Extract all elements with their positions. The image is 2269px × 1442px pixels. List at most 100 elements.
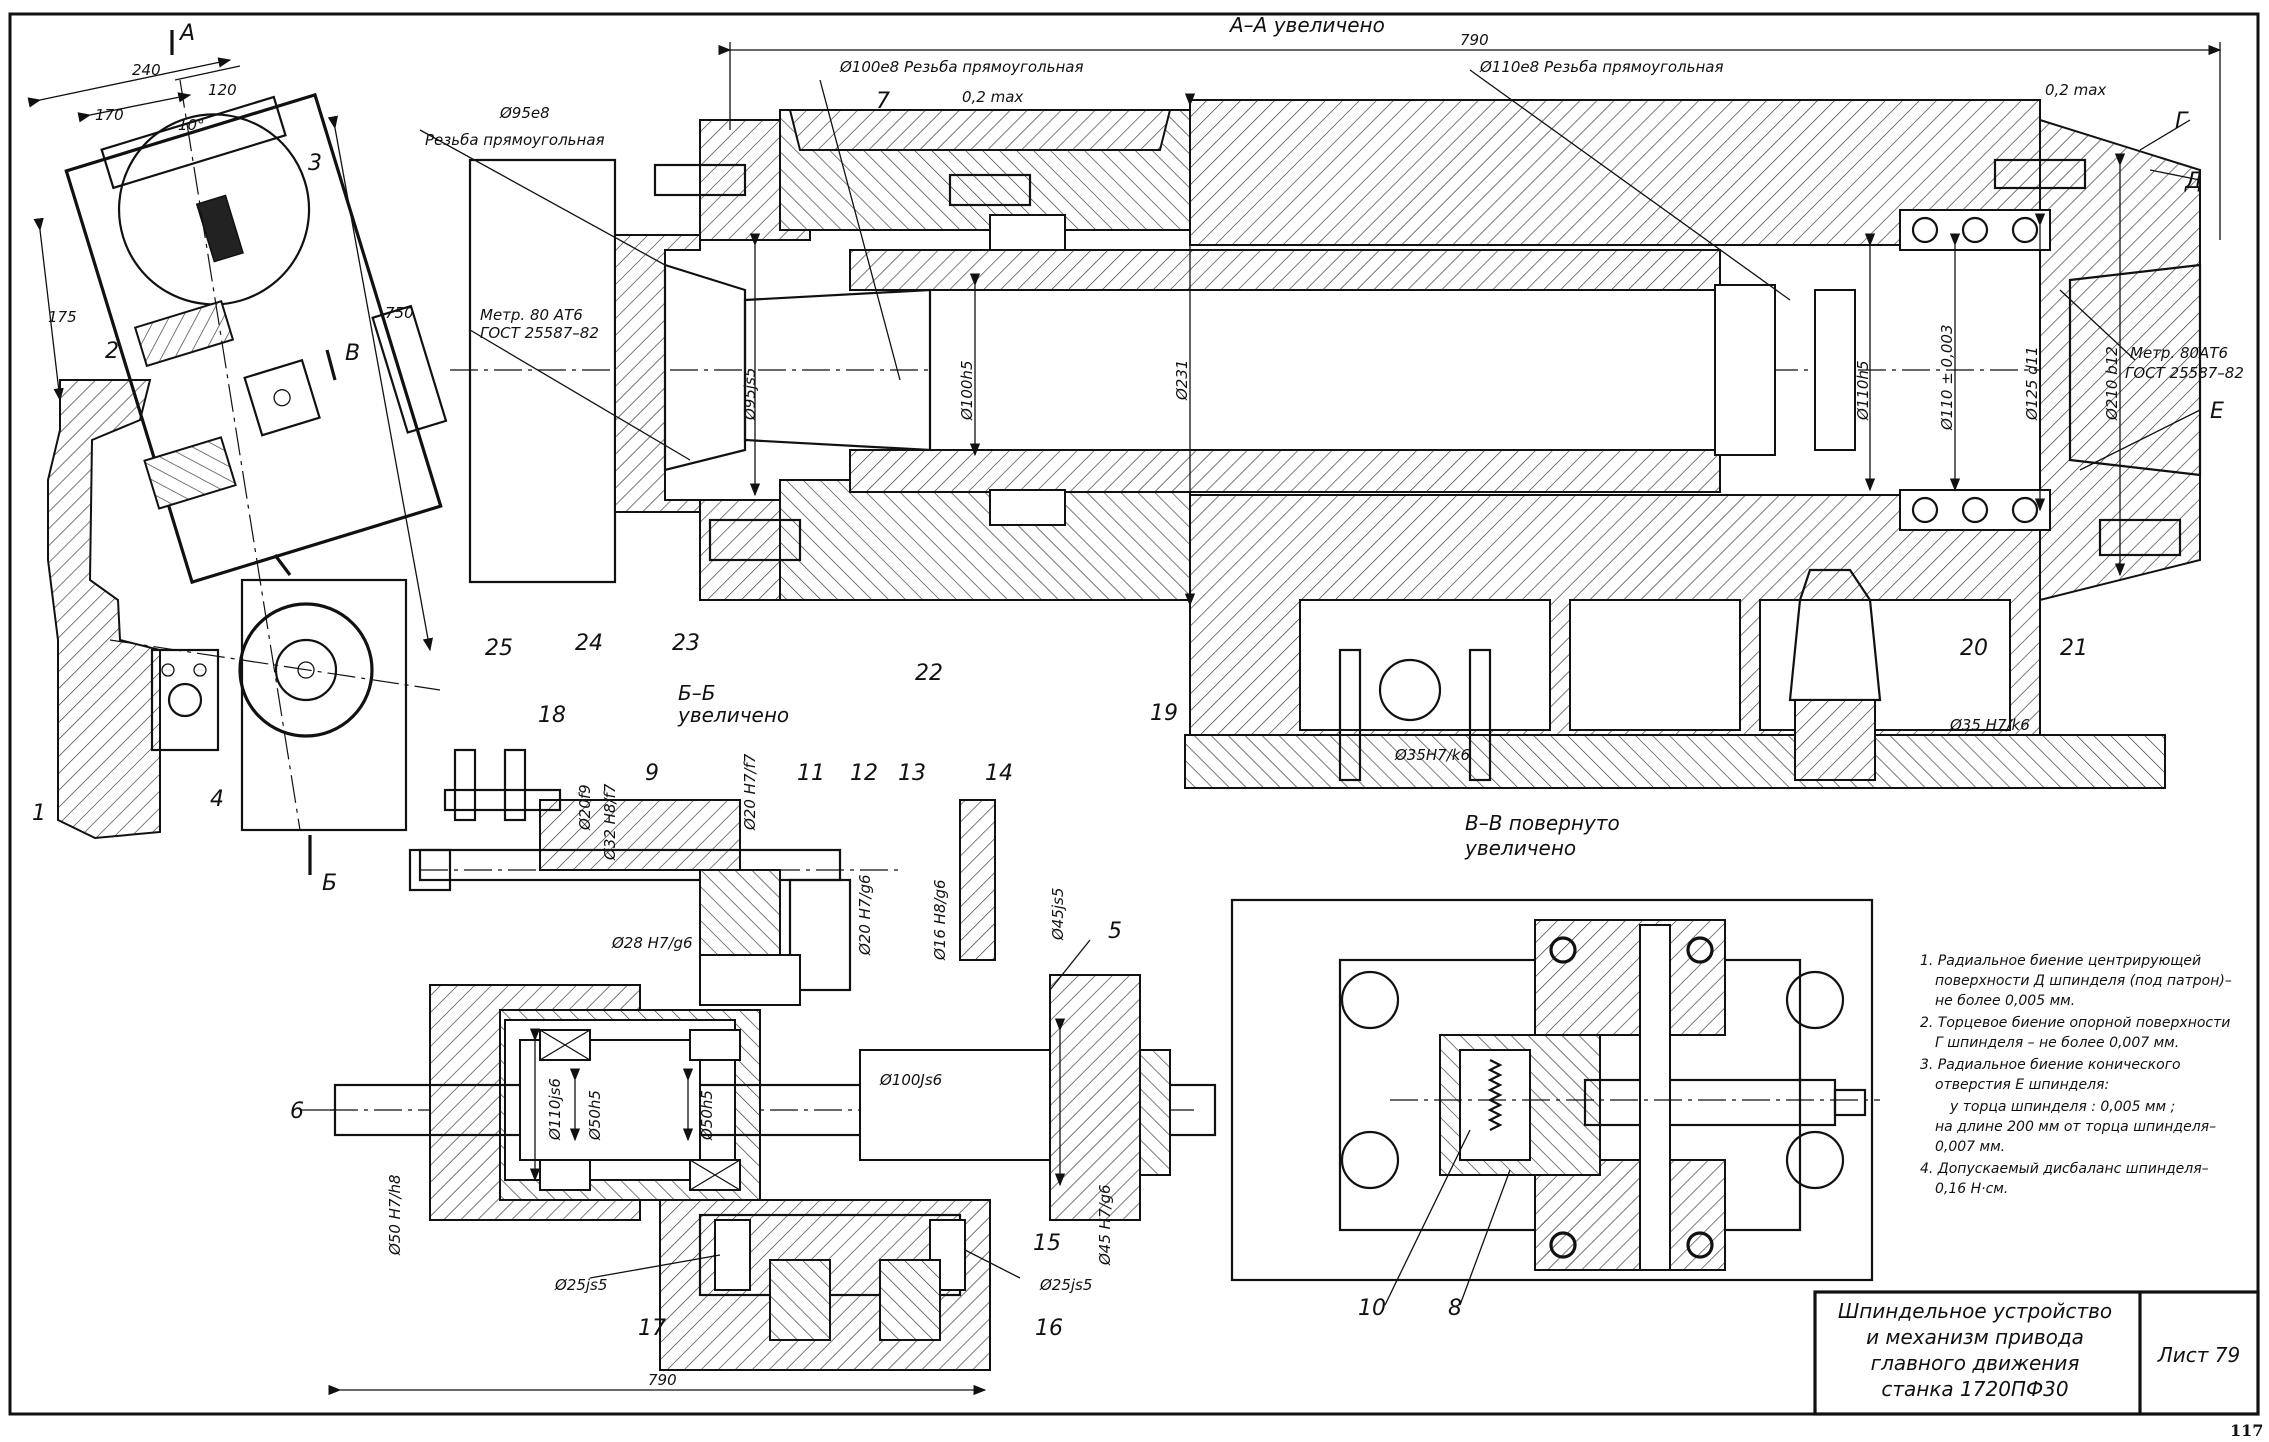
part-2: 2 — [105, 339, 119, 364]
part-25: 25 — [485, 636, 513, 661]
dim-210b12: Ø210 b12 — [2103, 346, 2121, 421]
cut-letter-a: А — [178, 21, 195, 46]
dim-95e8: Ø95е8 — [499, 104, 550, 122]
dim-790-top: 790 — [1460, 31, 1489, 49]
rear-bearings — [1899, 209, 2051, 531]
tol-02-right: 0,2 max — [2045, 81, 2106, 99]
part-4: 4 — [210, 787, 224, 812]
dim-95e8-thread: Резьба прямоугольная — [425, 131, 605, 149]
dim-35h7k6-section: Ø35H7/k6 — [1394, 746, 1470, 764]
title-line: станка 1720ПФ30 — [1881, 1377, 2068, 1401]
dim-750: 750 — [385, 304, 414, 322]
title-line: Шпиндельное устройство — [1838, 1299, 2112, 1323]
dim-110h5: Ø110h5 — [1854, 361, 1872, 422]
part-24: 24 — [575, 631, 603, 656]
part-9: 9 — [645, 761, 659, 786]
metric-thread-left: Метр. 80 АТ6 — [480, 306, 583, 324]
dim-20f9: Ø20f9 — [576, 784, 594, 831]
section-bb-subtitle: увеличено — [677, 703, 789, 727]
part-23: 23 — [672, 631, 700, 656]
section-aa — [419, 42, 2222, 789]
part-7: 7 — [876, 89, 890, 114]
part-10: 10 — [1358, 1296, 1386, 1321]
dim-35h7k6: Ø35 H7/k6 — [1949, 716, 2030, 734]
dim-50h7h8: Ø50 H7/h8 — [386, 1174, 404, 1256]
part-13: 13 — [898, 761, 926, 786]
part-20: 20 — [1960, 636, 1988, 661]
part-6: 6 — [290, 1099, 304, 1124]
cut-letter-b: Б — [322, 871, 337, 896]
tol-02-left: 0,2 max — [962, 88, 1023, 106]
dim-10deg: 10° — [178, 116, 205, 134]
dim-20h7f7: Ø20 H7/f7 — [741, 753, 759, 831]
dim-32h8f7: Ø32 H8/f7 — [601, 783, 619, 861]
dim-45js5: Ø45js5 — [1049, 888, 1067, 941]
metric-thread-right: Метр. 80АТ6 — [2130, 344, 2228, 362]
note-line: 4. Допускаемый дисбаланс шпинделя– — [1920, 1161, 2209, 1177]
sheet-frame — [8, 12, 2260, 1416]
dim-100js6: Ø100Js6 — [879, 1071, 942, 1089]
dim-25js5-b: Ø25js5 — [1039, 1276, 1092, 1294]
dim-28h7g6: Ø28 H7/g6 — [611, 934, 693, 952]
part-1: 1 — [32, 801, 46, 826]
section-bb — [300, 748, 1217, 1396]
general-view — [27, 30, 448, 875]
section-vv — [1230, 898, 1880, 1306]
note-line: у торца шпинделя : 0,005 мм ; — [1949, 1099, 2175, 1115]
note-line: 0,007 мм. — [1935, 1139, 2005, 1155]
part-18: 18 — [538, 703, 566, 728]
cut-letter-v: В — [345, 341, 360, 366]
dim-20h7g6: Ø20 H7/g6 — [856, 874, 874, 956]
dim-50h5-a: Ø50h5 — [586, 1090, 604, 1141]
note-line: 1. Радиальное биение центрирующей — [1920, 953, 2201, 969]
cut-letter-g: Г — [2175, 109, 2189, 134]
part-8: 8 — [1448, 1296, 1462, 1321]
part-22: 22 — [915, 661, 943, 686]
part-16: 16 — [1035, 1316, 1063, 1341]
dim-125d11: Ø125 d11 — [2023, 346, 2041, 421]
cut-letter-d: Д — [2184, 169, 2202, 194]
note-line: не более 0,005 мм. — [1935, 993, 2075, 1009]
part-3: 3 — [308, 151, 322, 176]
section-aa-title: А–А увеличено — [1228, 13, 1385, 37]
dim-175: 175 — [48, 308, 77, 326]
dim-110-pm: Ø110 ± 0,003 — [1938, 325, 1956, 431]
dim-120: 120 — [208, 81, 237, 99]
note-line: на длине 200 мм от торца шпинделя– — [1935, 1119, 2216, 1135]
note-line: поверхности Д шпинделя (под патрон)– — [1935, 973, 2232, 989]
section-vv-title: В–В повернуто — [1465, 811, 1620, 835]
dim-25js5-a: Ø25js5 — [554, 1276, 607, 1294]
dim-100h5: Ø100h5 — [958, 361, 976, 422]
part-14: 14 — [985, 761, 1013, 786]
dim-45h7g6: Ø45 H7/g6 — [1096, 1184, 1114, 1266]
part-5: 5 — [1108, 919, 1122, 944]
page-number: 117 — [2230, 1421, 2263, 1440]
note-line: 3. Радиальное биение конического — [1920, 1057, 2181, 1073]
title-block — [1813, 1290, 2260, 1416]
dim-170: 170 — [95, 106, 124, 124]
cut-letter-e: Е — [2210, 399, 2224, 424]
part-12: 12 — [850, 761, 878, 786]
part-15: 15 — [1033, 1231, 1061, 1256]
dim-231: Ø231 — [1173, 360, 1191, 401]
title-line: главного движения — [1871, 1351, 2080, 1375]
note-line: Г шпинделя – не более 0,007 мм. — [1935, 1035, 2179, 1051]
title-line: и механизм привода — [1866, 1325, 2084, 1349]
gost-right: ГОСТ 25587–82 — [2125, 364, 2244, 382]
dim-240: 240 — [132, 61, 161, 79]
note-line: отверстия Е шпинделя: — [1935, 1077, 2109, 1093]
part-21: 21 — [2060, 636, 2088, 661]
part-11: 11 — [797, 761, 825, 786]
part-17: 17 — [638, 1316, 666, 1341]
dim-110e8-thread: Ø110е8 Резьба прямоугольная — [1479, 58, 1724, 76]
part-19: 19 — [1150, 701, 1178, 726]
dim-95js5: Ø95js5 — [741, 368, 759, 421]
technical-notes: 1. Радиальное биение центрирующей поверх… — [1920, 953, 2232, 1197]
gost-left: ГОСТ 25587–82 — [480, 324, 599, 342]
dim-16h8g6: Ø16 H8/g6 — [931, 879, 949, 961]
section-bb-title: Б–Б — [678, 681, 715, 705]
sheet-number: Лист 79 — [2157, 1343, 2241, 1367]
dim-100e8-thread: Ø100е8 Резьба прямоугольная — [839, 58, 1084, 76]
note-line: 2. Торцевое биение опорной поверхности — [1920, 1015, 2230, 1031]
